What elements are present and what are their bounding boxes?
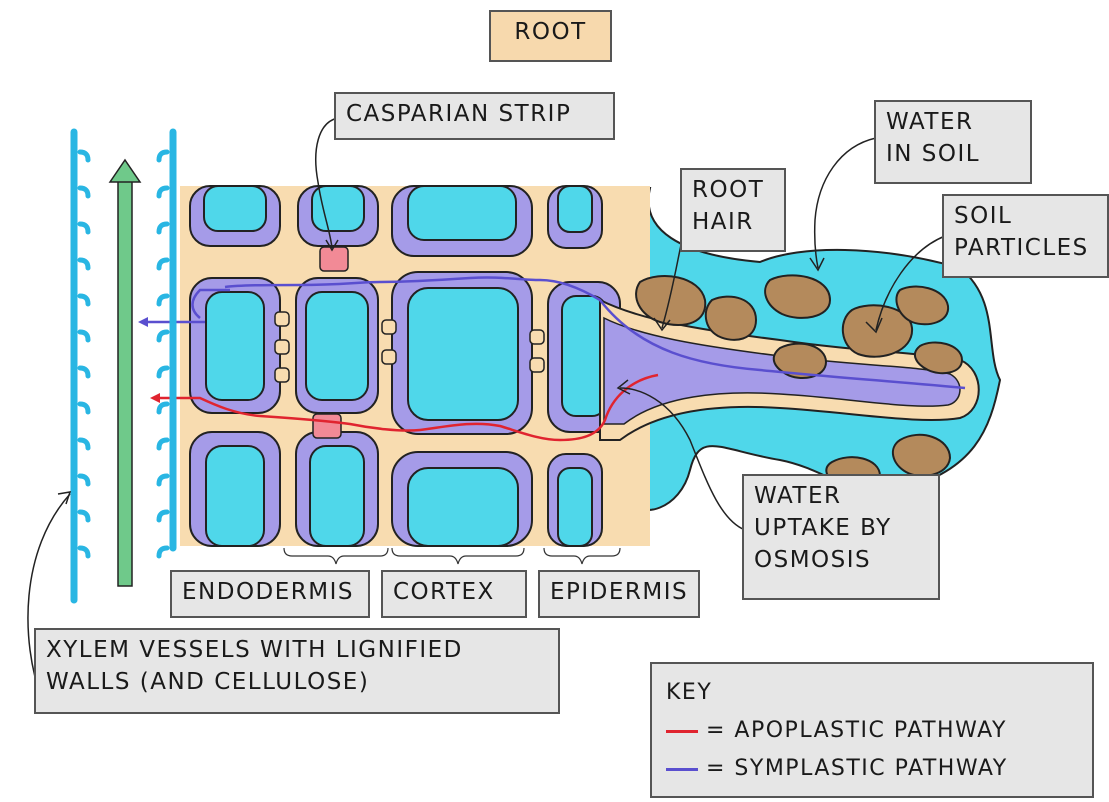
apoplastic-text: = APOPLASTIC PATHWAY — [706, 718, 1007, 743]
casparian-strip-bottom — [313, 414, 341, 438]
key-item-symplastic: = SYMPLASTIC PATHWAY — [666, 756, 1008, 781]
symplastic-swatch — [666, 768, 698, 771]
water-flow-arrow — [110, 160, 140, 586]
key-heading: KEY — [666, 680, 712, 705]
xylem-line-1: XYLEM VESSELS WITH LIGNIFIED — [46, 634, 548, 666]
epidermis-label: EPIDERMIS — [538, 570, 700, 618]
cells — [190, 186, 620, 546]
casparian-strip-top — [320, 247, 348, 271]
root-hair-label: ROOT HAIR — [680, 168, 786, 252]
title-root-label: ROOT — [489, 10, 612, 62]
casparian-strip-text: CASPARIAN STRIP — [346, 101, 571, 127]
root-hair-line-2: HAIR — [692, 206, 774, 238]
casparian-strip-label: CASPARIAN STRIP — [334, 92, 615, 140]
endodermis-label: ENDODERMIS — [170, 570, 370, 618]
xylem-line-2: WALLS (AND CELLULOSE) — [46, 666, 548, 698]
water-in-soil-line-1: WATER — [886, 106, 1020, 138]
soil-particles-label: SOIL PARTICLES — [942, 194, 1109, 278]
water-uptake-line-2: UPTAKE BY — [754, 512, 928, 544]
water-uptake-label: WATER UPTAKE BY OSMOSIS — [742, 474, 940, 600]
cortex-label: CORTEX — [381, 570, 527, 618]
water-in-soil-label: WATER IN SOIL — [874, 100, 1032, 184]
water-in-soil-line-2: IN SOIL — [886, 138, 1020, 170]
tissue-braces — [284, 548, 620, 564]
key-item-apoplastic: = APOPLASTIC PATHWAY — [666, 718, 1007, 743]
key-legend: KEY = APOPLASTIC PATHWAY = SYMPLASTIC PA… — [650, 662, 1094, 798]
soil-particles-line-2: PARTICLES — [954, 232, 1097, 264]
water-uptake-line-1: WATER — [754, 480, 928, 512]
apoplastic-swatch — [666, 730, 698, 733]
root-hair-line-1: ROOT — [692, 174, 774, 206]
symplastic-text: = SYMPLASTIC PATHWAY — [706, 756, 1008, 781]
soil-particles-line-1: SOIL — [954, 200, 1097, 232]
water-uptake-line-3: OSMOSIS — [754, 544, 928, 576]
xylem-vessels-label: XYLEM VESSELS WITH LIGNIFIED WALLS (AND … — [34, 628, 560, 714]
